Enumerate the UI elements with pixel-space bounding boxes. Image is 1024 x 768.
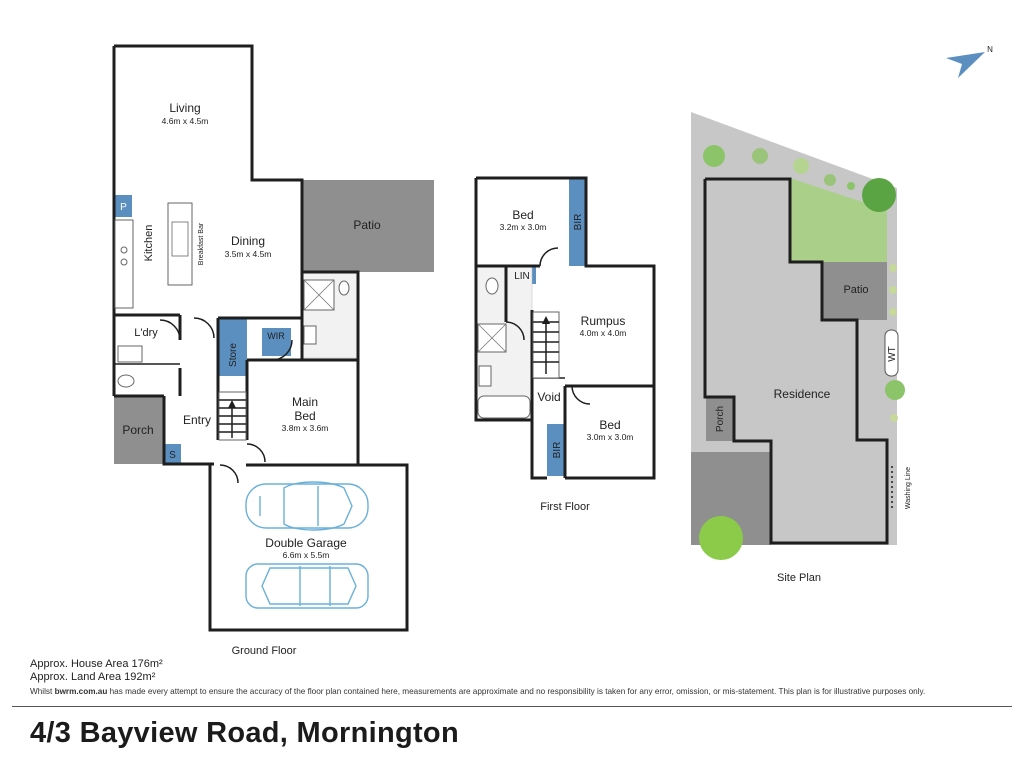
dining-size: 3.5m x 4.5m — [225, 249, 272, 259]
bir-bottom-box — [547, 424, 565, 476]
shower-first-cross-2 — [477, 323, 507, 353]
toilet-first — [485, 277, 499, 295]
patio-area — [302, 180, 434, 272]
pantry-label: P — [120, 202, 127, 213]
vanity-first — [478, 365, 492, 387]
site-plan-caption: Site Plan — [777, 572, 821, 584]
island-sink — [171, 221, 189, 257]
laundry-label: L'dry — [134, 327, 158, 339]
living-label: Living — [169, 101, 200, 115]
shelf-box — [164, 444, 181, 464]
wir-box — [262, 328, 291, 356]
footer-divider — [12, 706, 1012, 707]
toilet-ensuite — [338, 280, 350, 296]
site-patio-area — [822, 262, 887, 320]
main-bed-size: 3.8m x 3.6m — [282, 423, 329, 433]
main-bed-label-2: Bed — [294, 409, 315, 423]
store-label: Store — [228, 343, 239, 367]
residence-label: Residence — [774, 387, 831, 401]
ground-stairs — [218, 391, 247, 441]
door-arc-5 — [219, 464, 239, 484]
disclaimer-brand: bwrm.com.au — [54, 687, 108, 696]
wt-label: WT — [887, 346, 898, 362]
ff-door-arc-2 — [571, 385, 591, 405]
void-label: Void — [537, 390, 560, 404]
garage-size: 6.6m x 5.5m — [283, 550, 330, 560]
first-floor-caption: First Floor — [540, 501, 590, 513]
door-arc-2 — [159, 319, 181, 341]
porch-label: Porch — [122, 423, 153, 437]
rumpus-label: Rumpus — [581, 314, 626, 328]
site-plan: Patio WT Residence Porch Washing Line Si… — [691, 112, 912, 584]
bed-bottom-size: 3.0m x 3.0m — [587, 432, 634, 442]
first-floor: Bed 3.2m x 3.0m BIR LIN Rumpus 4.0m x 4.… — [474, 176, 656, 513]
residence-outline — [703, 177, 889, 545]
land-area: Approx. Land Area 192m² — [30, 671, 156, 683]
store-box — [218, 318, 247, 376]
vanity-ensuite — [303, 325, 317, 345]
bed-bottom-label: Bed — [599, 418, 620, 432]
kitchen-bench — [114, 219, 134, 309]
cooktop-2 — [120, 258, 128, 266]
pantry-box — [115, 195, 132, 217]
breakfast-bar-label: Breakfast Bar — [198, 222, 205, 265]
toilet-ground — [117, 374, 135, 388]
wir-label: WIR — [267, 331, 285, 341]
garage-label: Double Garage — [265, 536, 347, 550]
site-porch-area — [706, 397, 734, 441]
property-address: 4/3 Bayview Road, Mornington — [30, 717, 459, 749]
living-size: 4.6m x 4.5m — [162, 116, 209, 126]
site-porch-label: Porch — [715, 406, 726, 432]
bed-top-label: Bed — [512, 208, 533, 222]
shrubs — [699, 145, 905, 560]
site-patio-label: Patio — [843, 284, 868, 296]
main-bed-label-1: Main — [292, 395, 318, 409]
shower-cross-2 — [303, 279, 335, 311]
bed-top-size: 3.2m x 3.0m — [500, 222, 547, 232]
laundry-tub — [117, 345, 143, 363]
ff-door-arc-3 — [505, 321, 525, 341]
shelf-label: S — [169, 450, 176, 461]
first-outer-wall — [476, 176, 656, 480]
water-tank — [884, 329, 899, 377]
bir-bottom-label: BIR — [552, 442, 563, 459]
kitchen-label: Kitchen — [143, 225, 155, 262]
washing-line-label: Washing Line — [905, 467, 912, 509]
car-top — [245, 481, 369, 531]
bir-top-label: BIR — [573, 214, 584, 231]
first-stairs — [532, 311, 560, 379]
north-arrow-icon: N — [946, 45, 993, 78]
house-area: Approx. House Area 176m² — [30, 658, 163, 670]
ground-floor-caption: Ground Floor — [232, 645, 297, 657]
disclaimer-pre: Whilst — [30, 687, 55, 696]
disclaimer-post: has made every attempt to ensure the acc… — [107, 687, 926, 696]
door-arc-1 — [193, 317, 215, 339]
door-arc-4 — [246, 443, 266, 463]
ground-porch-wall — [162, 396, 214, 466]
north-label: N — [987, 45, 993, 54]
disclaimer: Whilst bwrm.com.au has made every attemp… — [30, 687, 925, 696]
lin-label: LIN — [514, 271, 530, 282]
bir-top-box — [569, 178, 586, 266]
lawn — [790, 178, 887, 262]
rumpus-size: 4.0m x 4.0m — [580, 328, 627, 338]
porch-area — [114, 396, 164, 464]
car-bottom — [245, 563, 369, 609]
garage-walls — [208, 463, 409, 632]
bath-first — [477, 395, 531, 419]
door-arc-3 — [271, 339, 293, 361]
patio-label: Patio — [353, 218, 381, 232]
ground-floor: Living 4.6m x 4.5m P Kitchen Breakfast B… — [112, 44, 434, 657]
entry-label: Entry — [183, 413, 211, 427]
ff-door-arc-1 — [539, 247, 559, 267]
cooktop-1 — [120, 246, 128, 254]
dining-label: Dining — [231, 234, 265, 248]
